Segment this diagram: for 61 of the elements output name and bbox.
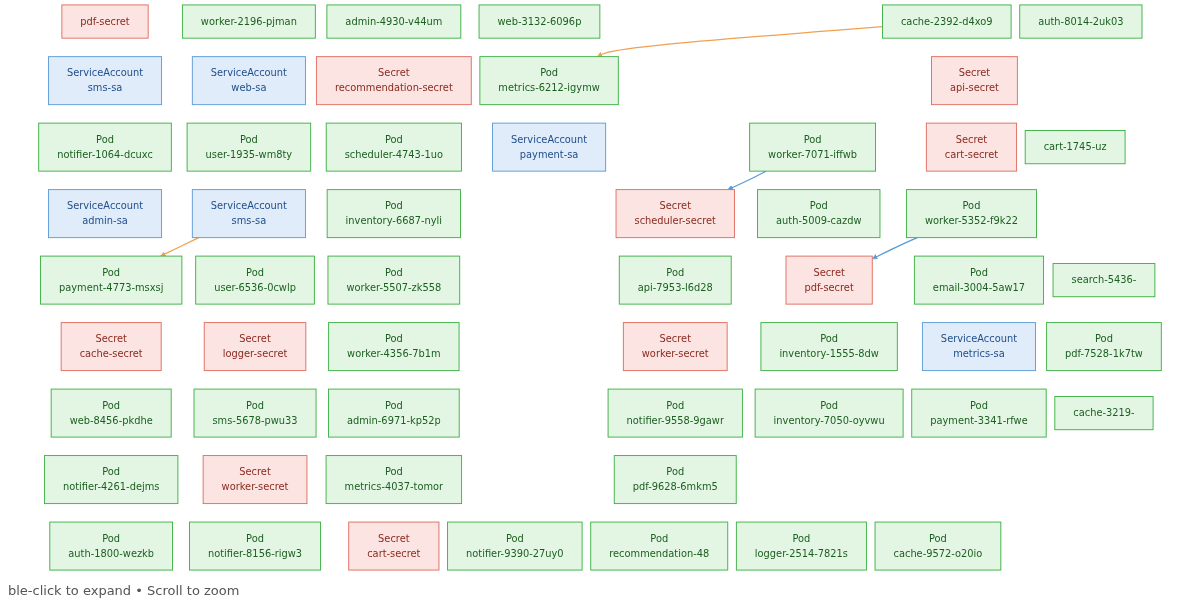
node-box: Pod scheduler-4743-1uo [325,122,462,172]
node-box: Pod cache-9572-o20io [874,521,1002,571]
node-box: Secret recommendation-secret [315,56,472,106]
node-box: Pod recommendation-48 [590,521,729,571]
node-box: Pod worker-7071-iffwb [749,122,876,172]
node-box: Pod notifier-1064-dcuxc [38,122,172,172]
arrow [597,25,884,57]
node-box: Secret pdf-secret [785,255,873,305]
node-box: Secret api-secret [931,56,1018,106]
node-box: Secret logger-secret [203,322,307,372]
node-box: Secret worker-secret [622,322,728,372]
node-box: Pod web-8456-pkdhe [50,388,172,438]
node-box: web-3132-6096p [478,4,601,39]
node-box: ServiceAccount metrics-sa [921,322,1036,372]
arrow [872,237,918,260]
node-box: Pod notifier-8156-rigw3 [189,521,321,571]
node-box: ServiceAccount sms-sa [191,189,306,239]
node-box: Secret cache-secret [60,322,162,372]
arrow [727,170,767,191]
node-box: Pod pdf-7528-1k7tw [1046,322,1162,372]
node-box: ServiceAccount payment-sa [492,122,607,172]
node-box: Secret scheduler-secret [615,189,735,239]
node-box: admin-4930-v44um [326,4,462,39]
node-box: Pod notifier-9390-27uy0 [447,521,583,571]
node-box: search-5436- [1052,263,1156,298]
node-box: Pod auth-5009-cazdw [757,189,881,239]
node-box: Pod inventory-1555-8dw [760,322,898,372]
node-box: pdf-secret [61,4,149,39]
node-box: ServiceAccount web-sa [191,56,306,106]
node-box: worker-2196-pjman [181,4,316,39]
node-box: Pod auth-1800-wezkb [49,521,173,571]
node-box: Pod admin-6971-kp52p [328,388,460,438]
node-box: Pod metrics-4037-tomor [325,455,463,505]
node-box: Pod notifier-4261-dejms [44,455,179,505]
node-box: Secret cart-secret [348,521,440,571]
node-box: Pod worker-5352-f9k22 [906,189,1037,239]
node-box: Pod inventory-7050-oyvwu [754,388,904,438]
node-box: Pod worker-4356-7b1m [328,322,460,372]
node-box: Pod user-6536-0cwlp [195,255,315,305]
node-box: Pod email-3004-5aw17 [913,255,1044,305]
node-box: Pod api-7953-l6d28 [618,255,732,305]
node-box: Pod user-1935-wm8ty [186,122,312,172]
node-box: Pod notifier-9558-9gawr [607,388,743,438]
node-box: Pod metrics-6212-igymw [479,56,619,106]
arrow [160,237,200,257]
node-box: cart-1745-uz [1024,130,1126,165]
node-box: Pod sms-5678-pwu33 [193,388,317,438]
node-box: Secret worker-secret [202,455,308,505]
node-box: Pod worker-5507-zk558 [327,255,461,305]
node-box: cache-3219- [1054,396,1154,431]
node-box: Pod payment-3341-rfwe [911,388,1047,438]
node-box: Pod logger-2514-7821s [735,521,867,571]
node-box: auth-8014-2uk03 [1019,4,1143,39]
node-box: ServiceAccount sms-sa [48,56,163,106]
node-box: ServiceAccount admin-sa [48,189,163,239]
node-box: Pod payment-4773-msxsj [40,255,183,305]
node-box: cache-2392-d4xo9 [882,4,1012,39]
hint-text: ble-click to expand • Scroll to zoom [8,583,240,598]
node-box: Pod pdf-9628-6mkm5 [613,455,737,505]
node-box: Pod inventory-6687-nyli [326,189,461,239]
node-box: Secret cart-secret [925,122,1018,172]
